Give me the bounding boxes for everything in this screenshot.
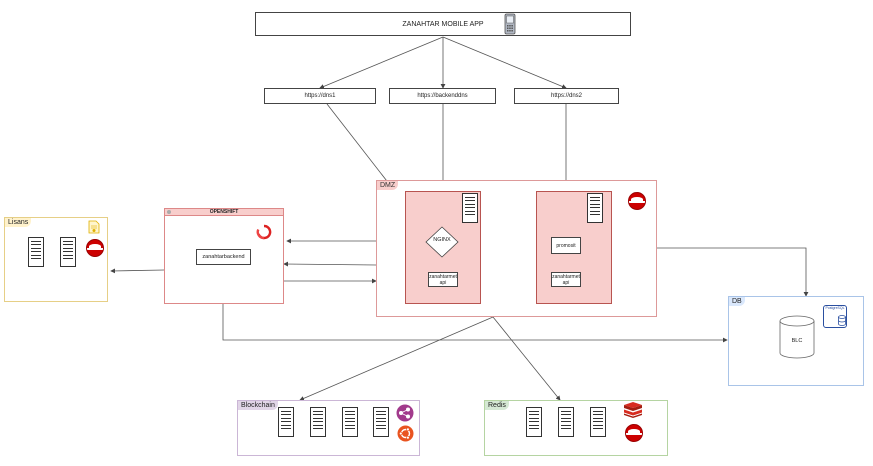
blockchain-network-icon [396, 404, 414, 422]
mobile-app-box: ZANAHTAR MOBILE APP [255, 12, 631, 36]
dmz-right-api: zanahtarmet api [551, 272, 581, 287]
redis-logo-icon [624, 402, 642, 418]
dmz-left-api: zanahtarmet api [428, 272, 458, 287]
mobile-phone-icon [504, 13, 516, 35]
redis-server-2-icon [558, 407, 574, 437]
dns1-box: https://dns1 [264, 88, 376, 104]
lisans-server-1-icon [28, 237, 44, 267]
backenddns-label: https://backenddns [417, 93, 468, 99]
dns2-box: https://dns2 [514, 88, 619, 104]
openshift-icon [256, 224, 272, 240]
promosit-box: promosit [551, 237, 581, 254]
lisans-server-2-icon [60, 237, 76, 267]
nginx-label: NGINX [433, 237, 451, 243]
db-label: BLC [791, 338, 803, 344]
nginx-diamond [425, 226, 459, 258]
blockchain-server-4-icon [373, 407, 389, 437]
dmz-right-server-icon [587, 193, 603, 223]
blockchain-zone: Blockchain [237, 400, 420, 456]
dns1-label: https://dns1 [304, 93, 336, 99]
redis-title: Redis [485, 401, 509, 410]
openshift-title: OPENSHIFT [209, 209, 239, 215]
postgresql-badge-label: PostgreSQL [825, 306, 845, 310]
openshift-panel: OPENSHIFT zanahtarbackend [164, 208, 284, 304]
blockchain-server-3-icon [342, 407, 358, 437]
openshift-header: OPENSHIFT [165, 209, 283, 216]
postgresql-db-icon [838, 315, 846, 326]
dmz-title: DMZ [377, 181, 399, 190]
openshift-service: zanahtarbackend [196, 249, 251, 265]
ubuntu-icon [397, 425, 414, 442]
redis-server-1-icon [526, 407, 542, 437]
redis-redhat-icon [625, 424, 643, 442]
openshift-dot-icon [167, 210, 171, 214]
redis-server-3-icon [590, 407, 606, 437]
database-cylinder-icon [779, 315, 815, 359]
postgresql-badge: PostgreSQL [823, 305, 847, 328]
lisans-title: Lisans [5, 218, 32, 227]
dns2-label: https://dns2 [550, 93, 583, 99]
blockchain-server-2-icon [310, 407, 326, 437]
blockchain-title: Blockchain [238, 401, 278, 410]
mobile-app-title: ZANAHTAR MOBILE APP [402, 20, 484, 28]
lisans-redhat-icon [86, 239, 104, 257]
license-file-icon [88, 220, 100, 234]
blockchain-server-1-icon [278, 407, 294, 437]
backenddns-box: https://backenddns [389, 88, 496, 104]
dmz-left-server-icon [462, 193, 478, 223]
dmz-redhat-icon [628, 192, 646, 210]
db-title: DB [729, 297, 745, 306]
